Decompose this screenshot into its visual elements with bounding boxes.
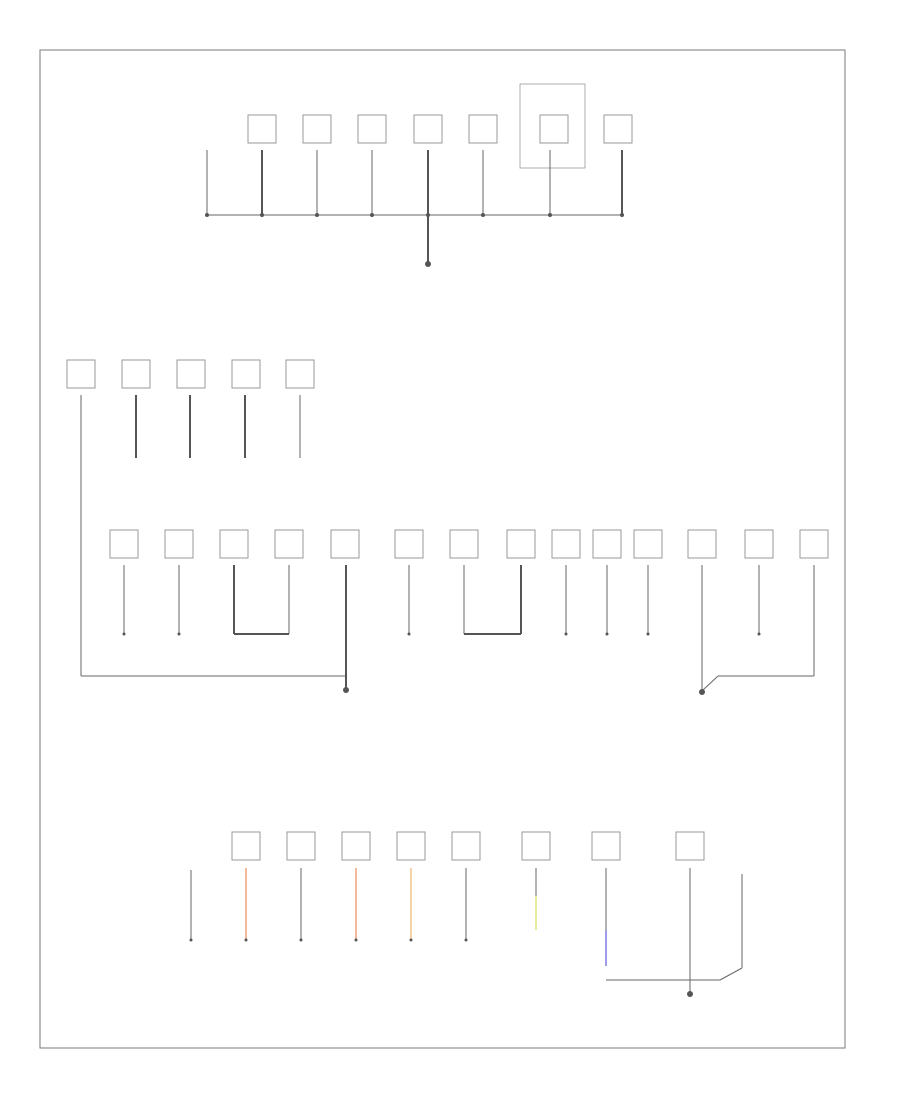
section-middle-upper: [66, 359, 315, 676]
section-middle: [81, 529, 829, 695]
component-s3-5: [394, 529, 424, 636]
connector-box: [592, 529, 622, 559]
connector-box: [591, 831, 621, 861]
component-s1-2: [302, 114, 332, 217]
ground-icon: [425, 261, 431, 267]
connector-box: [551, 529, 581, 559]
component-s4-9: [690, 874, 743, 981]
component-s3-3: [274, 529, 304, 634]
connector-box: [468, 114, 498, 144]
component-s4-5: [451, 831, 481, 942]
connector-box: [109, 529, 139, 559]
connector-box: [219, 529, 249, 559]
connector-box: [357, 114, 387, 144]
connector-box: [164, 529, 194, 559]
ground-icon: [687, 991, 693, 997]
component-s2-4: [285, 359, 315, 458]
component-s4-7: [591, 831, 690, 981]
component-s2-0: [66, 359, 96, 676]
group-outline: [519, 83, 586, 169]
component-s3-6: [449, 529, 479, 634]
section-bottom: [189, 831, 743, 997]
connector-box: [274, 529, 304, 559]
ground-s3-right: [699, 689, 705, 695]
component-s3-4: [330, 529, 360, 690]
connector-box: [286, 831, 316, 861]
component-s2-2: [176, 359, 206, 458]
component-s3-13: [799, 529, 829, 676]
connector-box: [66, 359, 96, 389]
component-s1-3: [357, 114, 387, 217]
connector-box: [521, 831, 551, 861]
connector-box: [231, 831, 261, 861]
connector-box: [176, 359, 206, 389]
ground-s1: [425, 261, 431, 267]
component-s4-2: [286, 831, 316, 942]
diagram-frame: [39, 49, 846, 1049]
component-s1-6: [519, 83, 586, 217]
component-s3-2: [219, 529, 249, 634]
ground-icon: [699, 689, 705, 695]
connector-box: [799, 529, 829, 559]
connector-box: [330, 529, 360, 559]
connector-box: [413, 114, 443, 144]
connector-box: [449, 529, 479, 559]
connector-box: [603, 114, 633, 144]
connector-box: [121, 359, 151, 389]
component-s3-12: [744, 529, 774, 636]
component-s1-4: [413, 114, 443, 262]
component-s1-7: [603, 114, 633, 217]
component-s3-9: [592, 529, 622, 636]
ground-s4: [687, 991, 693, 997]
component-s3-7: [506, 529, 536, 634]
component-s3-0: [109, 529, 139, 636]
component-s3-11: [687, 529, 717, 692]
component-s4-0: [189, 870, 193, 942]
component-s3-8: [551, 529, 581, 636]
connector-box: [341, 831, 371, 861]
section-top: [205, 83, 633, 267]
component-s3-1: [164, 529, 194, 636]
connector-box: [506, 529, 536, 559]
component-s1-5: [468, 114, 498, 217]
ground-s3-left: [343, 687, 349, 693]
connector-box: [247, 114, 277, 144]
component-s4-8: [675, 831, 705, 994]
component-s2-1: [121, 359, 151, 458]
component-s1-1: [247, 114, 277, 217]
connector-box: [633, 529, 663, 559]
component-s2-3: [231, 359, 261, 458]
connector-box: [687, 529, 717, 559]
connector-box: [396, 831, 426, 861]
component-s1-0: [205, 150, 209, 217]
connector-box: [231, 359, 261, 389]
component-s4-4: [396, 831, 426, 942]
component-s4-1: [231, 831, 261, 942]
connector-box: [744, 529, 774, 559]
connector-box: [285, 359, 315, 389]
connector-box: [451, 831, 481, 861]
component-s3-10: [633, 529, 663, 636]
component-s4-3: [341, 831, 371, 942]
connector-box: [302, 114, 332, 144]
connector-box: [675, 831, 705, 861]
connector-box: [539, 114, 569, 144]
component-s4-6: [521, 831, 551, 930]
connector-box: [394, 529, 424, 559]
ground-icon: [343, 687, 349, 693]
